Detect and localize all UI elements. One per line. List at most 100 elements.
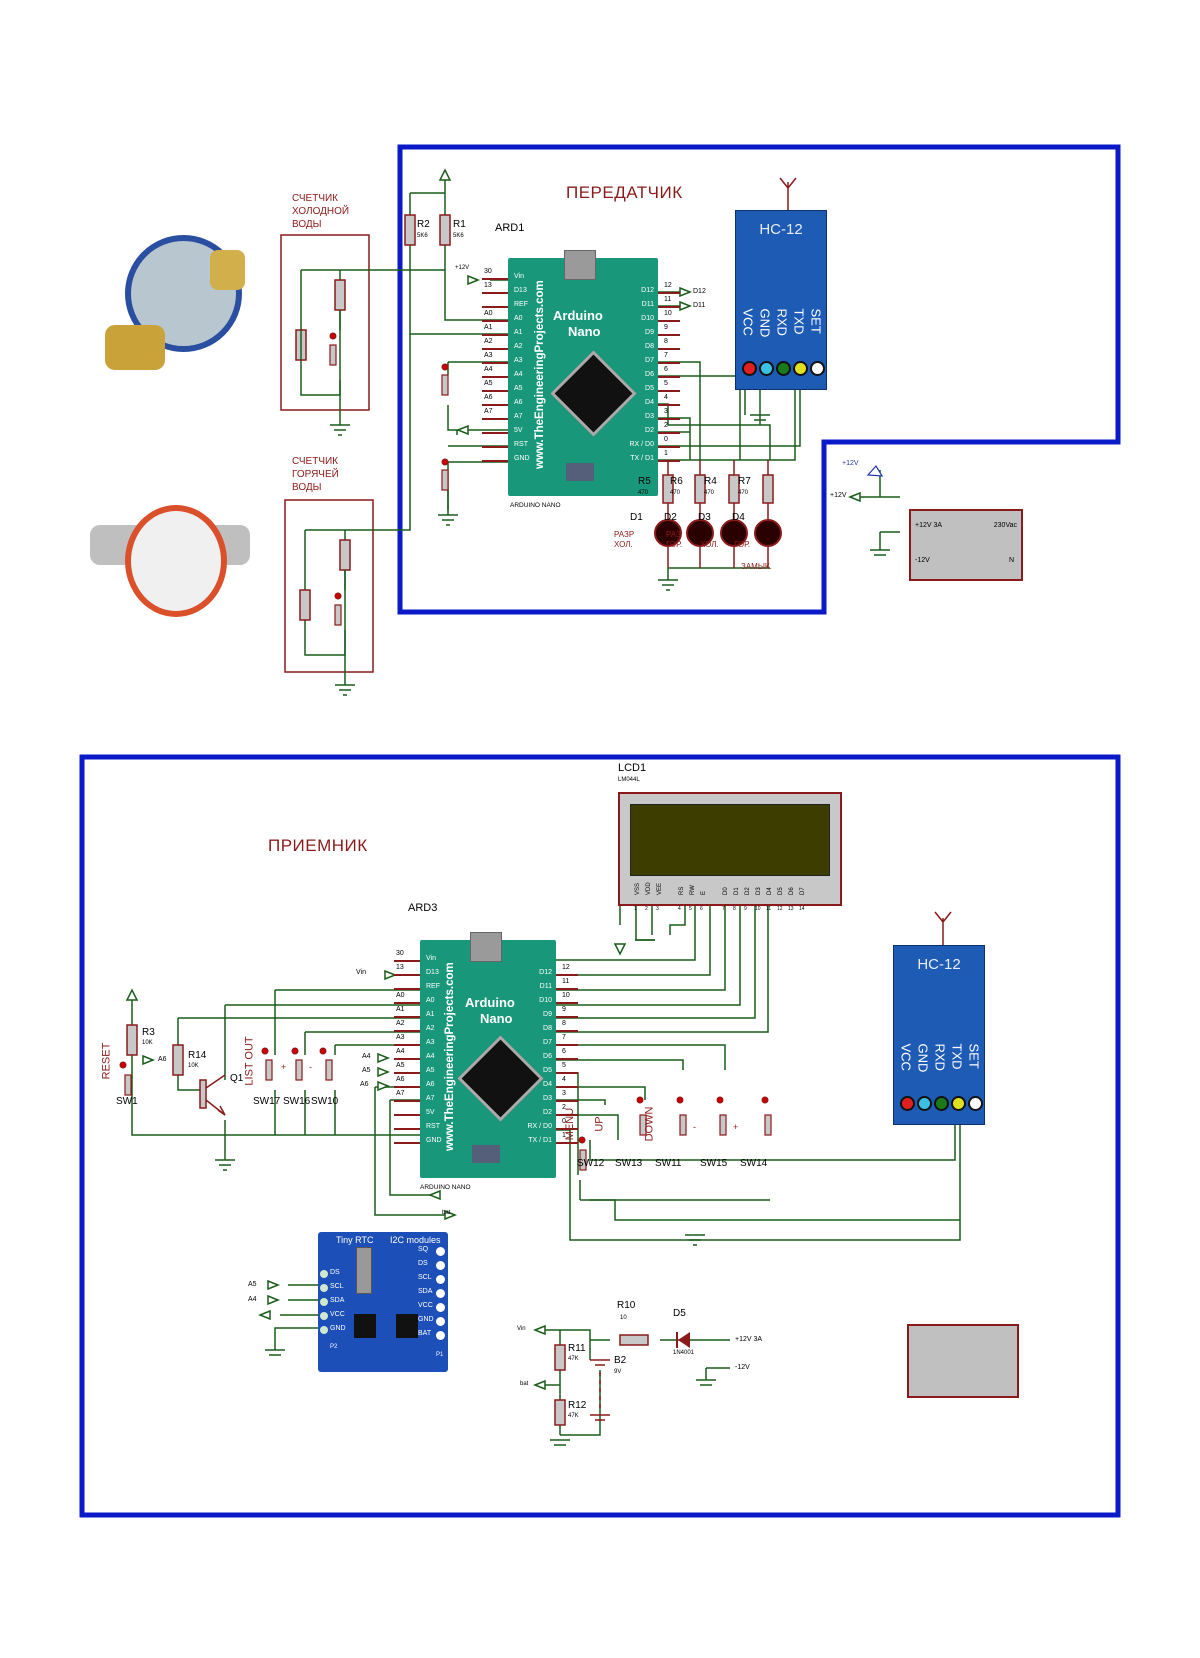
pin-label: GND: [426, 1137, 442, 1144]
pin-label: REF: [426, 983, 440, 990]
pin-number: 3: [664, 408, 668, 415]
pin-number: 0: [562, 1118, 566, 1125]
pin-label: Vin: [514, 273, 524, 280]
pin-number: A4: [396, 1048, 405, 1055]
hc12-pin-label: VCC: [740, 308, 756, 336]
rtc-chip-icon: [354, 1314, 376, 1338]
pin-lead: [394, 1142, 420, 1144]
lcd-pin-number: 14: [799, 906, 805, 912]
nano-site: www.TheEngineeringProjects.com: [444, 962, 456, 1151]
pin-label: D6: [543, 1053, 552, 1060]
nano-brand: Arduino: [465, 995, 515, 1010]
led-shorted-label: ЗАМЫК.: [741, 562, 772, 571]
resistor-value: 470: [638, 490, 649, 496]
hc12-pin-dot: [968, 1096, 983, 1111]
lcd-pin-number: 6: [700, 906, 703, 912]
lcd-model: LM044L: [618, 777, 640, 783]
lcd-pin-number: 11: [766, 906, 772, 912]
supply-arrows-tx: [438, 168, 861, 503]
rtc-pin-hole: [436, 1303, 445, 1312]
r11-value: 47K: [568, 1356, 579, 1362]
r10-value: 10: [620, 1315, 627, 1321]
reset-button-icon: [566, 463, 594, 481]
pin-lead: [658, 306, 680, 308]
pin-number: 12: [562, 964, 570, 971]
rtc-p1: P1: [436, 1352, 444, 1358]
pin-lead: [482, 390, 508, 392]
r3-value: 10K: [142, 1040, 153, 1046]
pin-number: 4: [562, 1076, 566, 1083]
pin-number: 13: [396, 964, 404, 971]
resistor-value: 470: [738, 490, 749, 496]
psu-tx: [909, 509, 1023, 581]
hc12-pin-label: GND: [757, 308, 773, 338]
pin-label: A3: [426, 1039, 435, 1046]
led-label-2: ГОР.: [666, 540, 683, 549]
pin-lead: [658, 292, 680, 294]
rtc-left-pin: SDA: [330, 1297, 345, 1304]
pin-label: D9: [645, 329, 654, 336]
crystal-icon: [356, 1247, 372, 1294]
nano-brand2: Nano: [480, 1011, 513, 1026]
switch-label: +: [281, 1062, 287, 1072]
b2-value: 9V: [614, 1369, 622, 1375]
pin-lead: [658, 418, 680, 420]
switch-ref: SW16: [283, 1096, 311, 1107]
hc12-pin-label: SET: [966, 1043, 982, 1069]
pin-label: D8: [543, 1025, 552, 1032]
pin-label: A2: [426, 1025, 435, 1032]
psu-rx-minus: -12V: [735, 1364, 750, 1371]
pin-lead: [658, 348, 680, 350]
transmitter-title: ПЕРЕДАТЧИК: [566, 183, 683, 202]
lcd-pin-label: VDD: [646, 882, 652, 895]
pin-lead: [556, 974, 578, 976]
switch-ref: SW1: [116, 1096, 138, 1107]
rtc-right-pin: BAT: [418, 1330, 432, 1337]
rtc-pin-hole: [320, 1312, 328, 1320]
lcd-pin-label: E: [701, 890, 707, 895]
pin-number: 5: [562, 1062, 566, 1069]
pin-label: D5: [543, 1067, 552, 1074]
pin-lead: [394, 1058, 420, 1060]
pin-lead: [556, 1016, 578, 1018]
lcd-pin-number: 2: [645, 906, 648, 912]
pin-lead: [394, 1016, 420, 1018]
lcd-pin-label: RW: [690, 885, 696, 895]
rtc-left-pin: DS: [330, 1269, 340, 1276]
pin-lead: [658, 334, 680, 336]
leds-tx: [654, 460, 782, 568]
pin-label: D11: [539, 983, 552, 990]
rtc-a4: A4: [248, 1296, 257, 1303]
r10-ref: R10: [617, 1300, 636, 1311]
ard1-ref: ARD1: [495, 222, 525, 234]
pushbuttons-rx: [119, 1047, 772, 1171]
lcd-pin-number: 5: [689, 906, 692, 912]
r14-value: 10K: [188, 1063, 199, 1069]
pin-lead: [482, 278, 508, 280]
lcd-pin-label: RS: [679, 886, 685, 895]
switch-label: -: [309, 1062, 312, 1072]
pin-label: D3: [543, 1095, 552, 1102]
pin-number: 6: [562, 1048, 566, 1055]
pin-label: A3: [514, 357, 523, 364]
cold-water-meter-image: [100, 225, 250, 380]
hc12-pin-dot: [759, 361, 774, 376]
rtc-pin-hole: [320, 1298, 328, 1306]
switch-ref: SW15: [700, 1158, 728, 1169]
pin-number: A3: [396, 1034, 405, 1041]
pin-lead: [658, 404, 680, 406]
ard3-ref: ARD3: [408, 902, 438, 914]
hc12-pin-dot: [951, 1096, 966, 1111]
pin-lead: [658, 376, 680, 378]
pin-label: D13: [426, 969, 439, 976]
switch-ref: SW17: [253, 1096, 281, 1107]
pin-lead: [658, 362, 680, 364]
led-label-1: РАЗР: [614, 530, 635, 539]
receiver-frame: [79, 754, 1121, 1518]
lcd-screen: [630, 804, 830, 876]
pin-number: 11: [562, 978, 570, 985]
ard1-model: ARDUINO NANO: [510, 502, 561, 509]
pin-label: D13: [514, 287, 527, 294]
led-ref: D4: [732, 512, 745, 523]
